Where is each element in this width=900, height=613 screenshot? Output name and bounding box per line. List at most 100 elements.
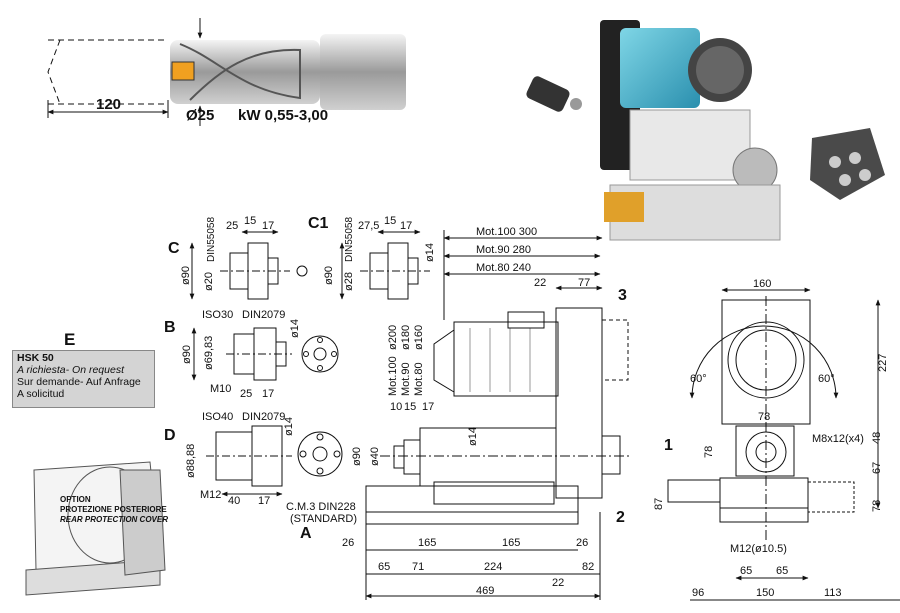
side-row2-dim-2: 71 <box>412 561 424 573</box>
side-row2-dim-1: 65 <box>378 561 390 573</box>
side-spindle-dia-90: ø90 <box>351 447 363 466</box>
view-b-taper: ISO30 <box>202 309 233 321</box>
view-b-thread: M10 <box>210 383 231 395</box>
option-e-line-3: Sur demande- Auf Anfrage <box>17 376 141 388</box>
view-b-drawing <box>191 327 339 381</box>
view-c-drawing <box>189 229 308 300</box>
front-base-thread: M12(ø10.5) <box>730 543 787 555</box>
rear-cover-line-1: OPTION <box>60 495 91 504</box>
front-base-dim-2: 65 <box>776 565 788 577</box>
view-b-dia-outer: ø90 <box>181 345 193 364</box>
front-centre-dim: 78 <box>758 411 770 423</box>
side-motor-80: Mot.80 240 <box>476 262 531 274</box>
view-c-standard: DIN55058 <box>206 217 217 262</box>
side-spindle-dim-3: 17 <box>422 401 434 413</box>
view-b-standard: DIN2079 <box>242 309 285 321</box>
option-e-label: E <box>64 330 76 349</box>
side-row1-dim-3: 165 <box>502 537 520 549</box>
view-d-drawing <box>206 425 343 497</box>
drill-length: 120 <box>96 96 121 113</box>
view-d-label: D <box>164 427 176 444</box>
view-d-dia-bore: ø14 <box>283 417 295 436</box>
view-c1-dia-side: ø14 <box>424 243 436 262</box>
side-motor-dia-160: ø160 <box>413 325 425 350</box>
drill-illustration <box>47 18 406 126</box>
view-c1-dia-inner: ø28 <box>343 272 355 291</box>
view-c-dim-2: 15 <box>244 215 256 227</box>
front-base-left-dim: 87 <box>653 498 665 510</box>
side-motor-dia-200: ø200 <box>387 325 399 350</box>
view-c-dia-outer: ø90 <box>180 266 192 285</box>
multi-spindle-head-photo <box>810 128 885 200</box>
side-row1-dim-4: 26 <box>576 537 588 549</box>
view-d-taper: ISO40 <box>202 411 233 423</box>
view-d-dia-outer: ø88,88 <box>185 444 197 478</box>
view-c1-dia-outer: ø90 <box>323 266 335 285</box>
side-motor-100: Mot.100 300 <box>476 226 537 238</box>
rear-cover-illustration <box>25 461 166 596</box>
view-c1-standard: DIN55058 <box>344 217 355 262</box>
view-c1-drawing <box>339 229 430 300</box>
drill-power: kW 0,55-3,00 <box>238 107 328 124</box>
option-e-box: HSK 50 A richiesta- On request Sur deman… <box>12 350 155 408</box>
front-view-drawing <box>667 287 900 601</box>
front-height: 227 <box>877 354 889 372</box>
view-d-thread: M12 <box>200 489 221 501</box>
side-row2-dim-3: 224 <box>484 561 502 573</box>
view-b-dia-pitch: ø69,83 <box>203 336 215 370</box>
option-e-line-1: HSK 50 <box>17 352 54 364</box>
view-b-dim-2: 17 <box>262 388 274 400</box>
front-bottom-dim-3: 113 <box>824 587 842 599</box>
view-b-dim-1: 25 <box>240 388 252 400</box>
view-b-label: B <box>164 319 176 336</box>
view-c1-dim-1: 27,5 <box>358 220 379 232</box>
side-motor-90: Mot.90 280 <box>476 244 531 256</box>
view-c-label: C <box>168 240 180 257</box>
front-width: 160 <box>753 278 771 290</box>
side-motor-dia-label-90: Mot.90 <box>400 362 412 396</box>
view-c1-dim-2: 15 <box>384 215 396 227</box>
callout-a: A <box>300 525 312 542</box>
view-c-dim-3: 17 <box>262 220 274 232</box>
side-motor-dia-label-100: Mot.100 <box>387 356 399 396</box>
callout-2: 2 <box>616 509 625 526</box>
rear-cover-line-3: REAR PROTECTION COVER <box>60 515 168 524</box>
side-spindle-dia-14: ø14 <box>467 427 479 446</box>
side-row2-dim-4: 82 <box>582 561 594 573</box>
view-c1-dim-3: 17 <box>400 220 412 232</box>
front-right-dim-1: 48 <box>871 432 883 444</box>
side-row3-dim-1: 22 <box>552 577 564 589</box>
side-spindle-dia-40: ø40 <box>369 447 381 466</box>
view-d-dim-2: 17 <box>258 495 270 507</box>
callout-1: 1 <box>664 437 673 454</box>
side-total-length: 469 <box>476 585 494 597</box>
side-row1-dim-2: 165 <box>418 537 436 549</box>
front-base-dim-1: 65 <box>740 565 752 577</box>
drilling-unit-photo <box>600 20 781 241</box>
side-cm-line-2: (STANDARD) <box>290 513 357 525</box>
side-motor-dia-180: ø180 <box>400 325 412 350</box>
tool-holder-photo <box>526 76 582 112</box>
front-bottom-dim-2: 150 <box>756 587 774 599</box>
view-c-dia-inner: ø20 <box>203 272 215 291</box>
side-spindle-dim-2: 15 <box>404 401 416 413</box>
side-motor-dia-label-80: Mot.80 <box>413 362 425 396</box>
callout-3: 3 <box>618 287 627 304</box>
view-b-dia-bore: ø14 <box>289 319 301 338</box>
drill-diameter: Ø25 <box>186 107 214 124</box>
option-e-line-2: A richiesta- On request <box>17 364 124 376</box>
front-angle-right: 60° <box>818 373 835 385</box>
side-top-dim-2: 77 <box>578 277 590 289</box>
view-c1-label: C1 <box>308 215 329 232</box>
side-top-dim-1: 22 <box>534 277 546 289</box>
front-bottom-dim-1: 96 <box>692 587 704 599</box>
side-cm-line-1: C.M.3 DIN228 <box>286 501 356 513</box>
rear-cover-line-2: PROTEZIONE POSTERIORE <box>60 505 167 514</box>
side-view-drawing <box>365 230 630 600</box>
front-left-dim: 78 <box>703 446 715 458</box>
view-d-dim-1: 40 <box>228 495 240 507</box>
view-d-standard: DIN2079 <box>242 411 285 423</box>
side-spindle-dim-1: 10 <box>390 401 402 413</box>
